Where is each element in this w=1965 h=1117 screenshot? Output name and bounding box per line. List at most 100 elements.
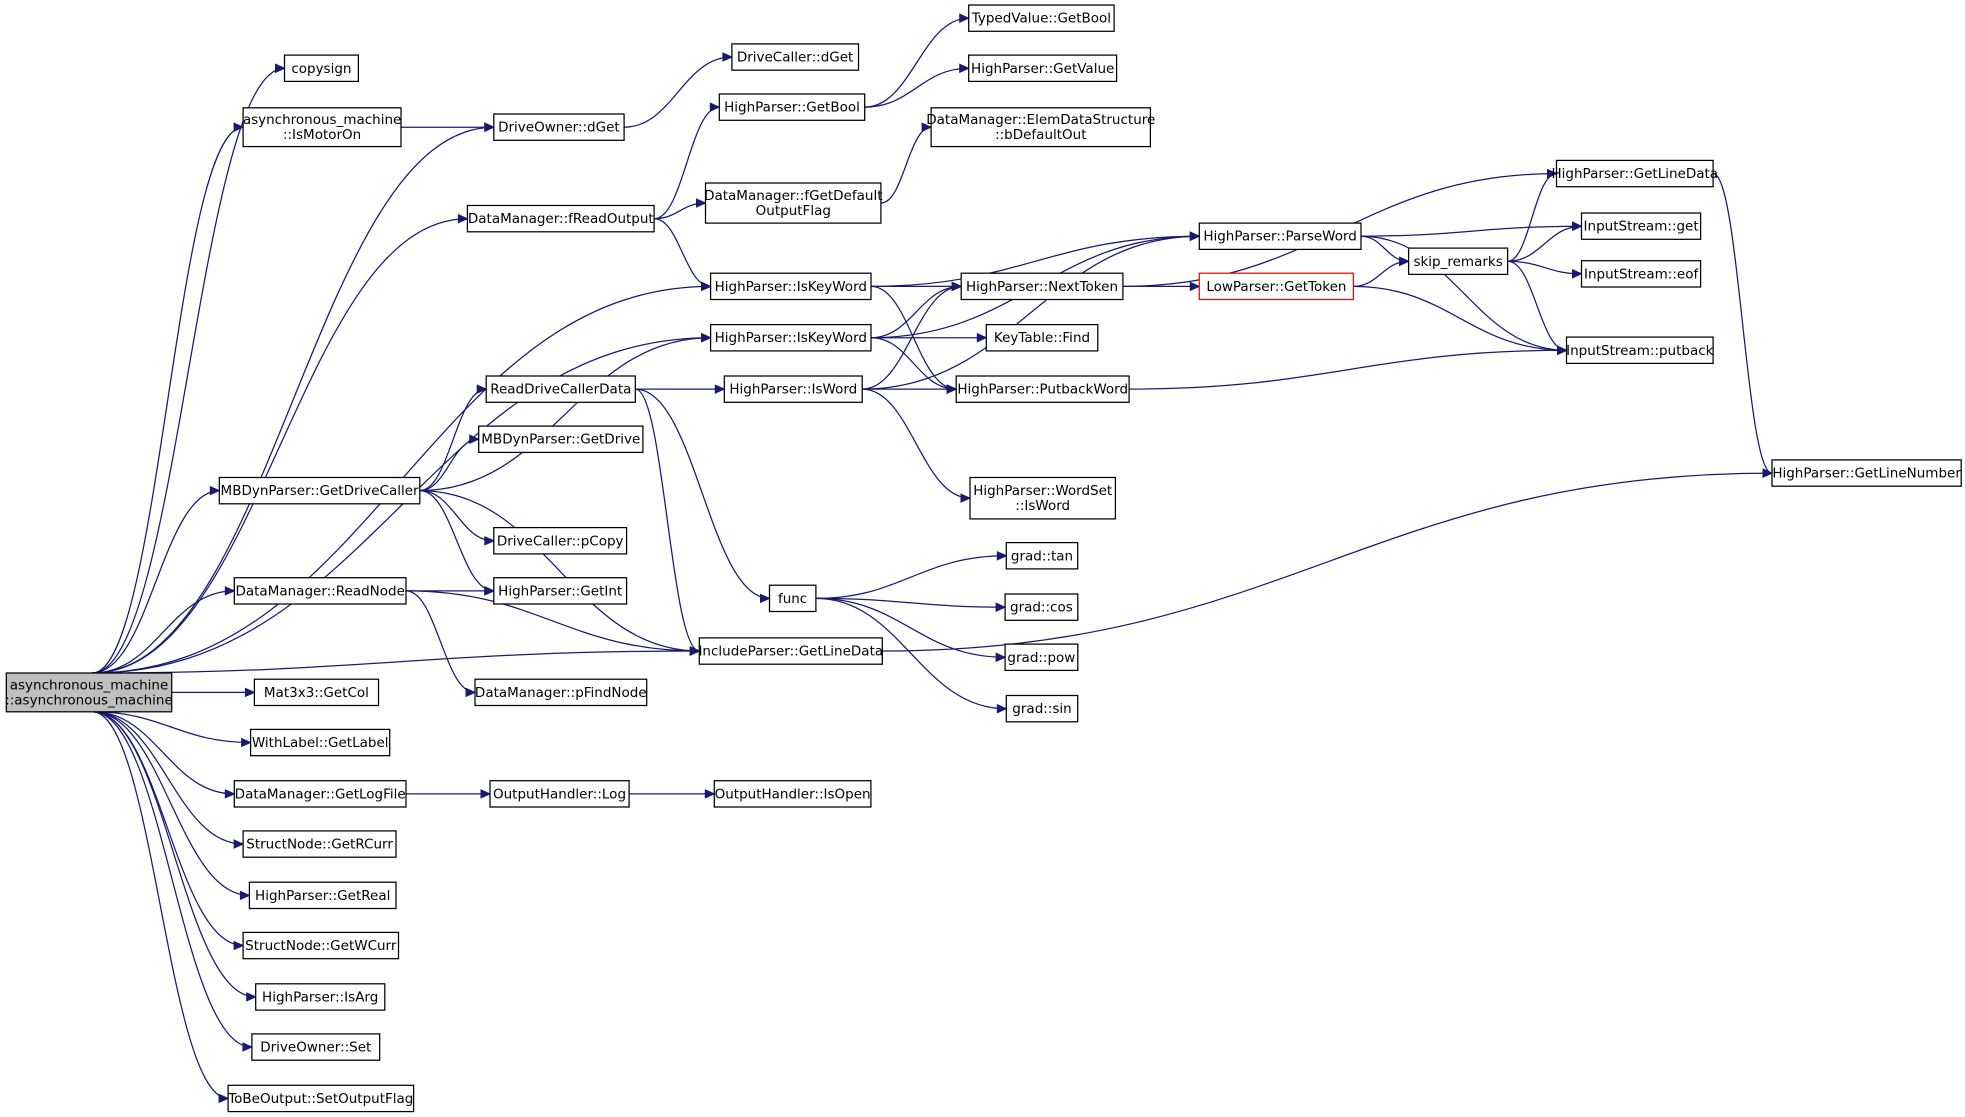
node-grad-tan[interactable]: grad::tan bbox=[1005, 541, 1079, 570]
node-label: HighParser::WordSet bbox=[973, 483, 1112, 499]
node-hp-getint[interactable]: HighParser::GetInt bbox=[493, 577, 628, 605]
node-driveowner-set[interactable]: DriveOwner::Set bbox=[251, 1033, 381, 1061]
node-label: skip_remarks bbox=[1413, 254, 1502, 270]
node-box bbox=[723, 375, 863, 403]
edge-arrowhead bbox=[995, 652, 1007, 663]
node-label: OutputHandler::Log bbox=[493, 786, 626, 802]
node-grad-sin[interactable]: grad::sin bbox=[1005, 694, 1079, 723]
call-edge bbox=[870, 285, 962, 339]
edge-arrowhead bbox=[714, 384, 726, 394]
node-label: StructNode::GetWCurr bbox=[245, 938, 397, 954]
node-box bbox=[1004, 643, 1079, 672]
node-label: asynchronous_machine bbox=[10, 677, 169, 693]
edge-arrowhead bbox=[1572, 269, 1583, 279]
node-driveowner-dget[interactable]: DriveOwner::dGet bbox=[493, 113, 625, 141]
node-label: KeyTable::Find bbox=[994, 330, 1090, 346]
call-edge bbox=[1507, 172, 1557, 262]
node-hp-putbackword[interactable]: HighParser::PutbackWord bbox=[955, 375, 1130, 403]
node-is-get[interactable]: InputStream::get bbox=[1580, 212, 1702, 240]
node-ismotoron[interactable]: asynchronous_machine::IsMotorOn bbox=[242, 107, 402, 148]
node-hp-parseword[interactable]: HighParser::ParseWord bbox=[1198, 222, 1362, 251]
node-hp-iskeyword2[interactable]: HighParser::IsKeyWord bbox=[709, 323, 872, 352]
node-box bbox=[493, 526, 628, 555]
node-keytable-find[interactable]: KeyTable::Find bbox=[985, 323, 1099, 352]
node-dm-pfindnode[interactable]: DataManager::pFindNode bbox=[474, 678, 648, 707]
call-edge bbox=[864, 17, 969, 108]
node-hp-getvalue[interactable]: HighParser::GetValue bbox=[968, 54, 1118, 83]
node-sn-getrcurr[interactable]: StructNode::GetRCurr bbox=[242, 830, 397, 858]
call-edge bbox=[1360, 235, 1409, 262]
edge-arrowhead bbox=[1762, 468, 1774, 478]
node-hp-isarg[interactable]: HighParser::IsArg bbox=[255, 983, 386, 1011]
node-mbp-getdrive[interactable]: MBDynParser::GetDrive bbox=[478, 425, 644, 454]
node-root[interactable]: asynchronous_machine::asynchronous_machi… bbox=[5, 672, 173, 713]
node-drivecaller-pcopy[interactable]: DriveCaller::pCopy bbox=[493, 526, 628, 555]
node-oh-log[interactable]: OutputHandler::Log bbox=[489, 780, 630, 808]
node-is-putback[interactable]: InputStream::putback bbox=[1565, 336, 1714, 365]
node-drivecaller-dget[interactable]: DriveCaller::dGet bbox=[731, 43, 860, 71]
node-tobeoutput-setoutputflag[interactable]: ToBeOutput::SetOutputFlag bbox=[227, 1084, 415, 1113]
node-is-eof[interactable]: InputStream::eof bbox=[1580, 260, 1702, 288]
node-hp-isword[interactable]: HighParser::IsWord bbox=[723, 375, 863, 403]
edge-arrowhead bbox=[233, 122, 245, 132]
node-dm-getlogfile[interactable]: DataManager::GetLogFile bbox=[233, 780, 407, 808]
edge-arrowhead bbox=[689, 646, 701, 656]
call-edge bbox=[92, 590, 235, 674]
node-box bbox=[698, 637, 883, 665]
edge-arrowhead bbox=[995, 602, 1007, 612]
node-hp-nexttoken[interactable]: HighParser::NextToken bbox=[960, 272, 1124, 301]
node-hp-getbool[interactable]: HighParser::GetBool bbox=[718, 93, 866, 121]
node-label: HighParser::GetBool bbox=[724, 100, 860, 116]
node-sn-getwcurr[interactable]: StructNode::GetWCurr bbox=[242, 931, 400, 960]
node-readdrivecallerdata[interactable]: ReadDriveCallerData bbox=[485, 375, 636, 403]
node-box bbox=[985, 323, 1099, 352]
edge-arrowhead bbox=[996, 551, 1008, 561]
node-hp-iskeyword1[interactable]: HighParser::IsKeyWord bbox=[709, 272, 872, 301]
node-copysign[interactable]: copysign bbox=[283, 54, 360, 83]
call-edge bbox=[862, 388, 971, 499]
node-ip-getlinedata[interactable]: IncludeParser::GetLineData bbox=[698, 637, 883, 665]
call-edge bbox=[92, 711, 252, 1048]
node-box bbox=[960, 272, 1124, 301]
edge-arrowhead bbox=[233, 940, 245, 951]
node-box bbox=[233, 577, 407, 605]
node-box bbox=[731, 43, 860, 71]
node-label: InputStream::putback bbox=[1566, 343, 1714, 359]
call-edge bbox=[92, 650, 700, 674]
edge-arrowhead bbox=[1189, 231, 1201, 241]
node-withlabel-getlabel[interactable]: WithLabel::GetLabel bbox=[249, 728, 391, 757]
call-edge bbox=[92, 711, 251, 744]
edge-arrowhead bbox=[996, 703, 1008, 714]
node-mbp-getdrivecaller[interactable]: MBDynParser::GetDriveCaller bbox=[218, 476, 421, 505]
node-dm-elemds[interactable]: DataManager::ElemDataStructure::bDefault… bbox=[926, 107, 1155, 148]
node-hp-wordset-isword[interactable]: HighParser::WordSet::IsWord bbox=[969, 476, 1117, 520]
node-box bbox=[493, 577, 628, 605]
node-label: DataManager::fGetDefault bbox=[704, 188, 882, 204]
node-oh-isopen[interactable]: OutputHandler::IsOpen bbox=[713, 780, 872, 808]
node-grad-pow[interactable]: grad::pow bbox=[1004, 643, 1079, 672]
node-label: DriveCaller::dGet bbox=[737, 50, 854, 66]
node-hp-getlinenumber[interactable]: HighParser::GetLineNumber bbox=[1771, 459, 1962, 487]
node-typedvalue-getbool[interactable]: TypedValue::GetBool bbox=[968, 4, 1115, 32]
node-hp-getreal[interactable]: HighParser::GetReal bbox=[248, 881, 397, 910]
node-func[interactable]: func bbox=[768, 584, 817, 613]
node-mat3x3-getcol[interactable]: Mat3x3::GetCol bbox=[253, 678, 380, 707]
node-label: ::asynchronous_machine bbox=[5, 692, 173, 708]
edge-arrowhead bbox=[224, 586, 236, 596]
node-lp-gettoken[interactable]: LowParser::GetToken bbox=[1198, 272, 1355, 301]
edge-arrowhead bbox=[976, 332, 988, 343]
node-dm-readnode[interactable]: DataManager::ReadNode bbox=[233, 577, 407, 605]
node-label: IncludeParser::GetLineData bbox=[698, 644, 883, 660]
edge-arrowhead bbox=[709, 102, 721, 112]
node-skip-remarks[interactable]: skip_remarks bbox=[1407, 247, 1509, 276]
node-box bbox=[493, 113, 625, 141]
node-label: HighParser::GetInt bbox=[498, 583, 622, 599]
node-dm-freadoutput[interactable]: DataManager::fReadOutput bbox=[466, 204, 655, 233]
node-box bbox=[1005, 694, 1079, 723]
node-label: Mat3x3::GetCol bbox=[264, 685, 369, 701]
node-label: func bbox=[778, 591, 807, 607]
edge-arrowhead bbox=[469, 434, 480, 444]
node-grad-cos[interactable]: grad::cos bbox=[1004, 593, 1079, 621]
node-hp-getlinedata[interactable]: HighParser::GetLineData bbox=[1552, 159, 1719, 188]
